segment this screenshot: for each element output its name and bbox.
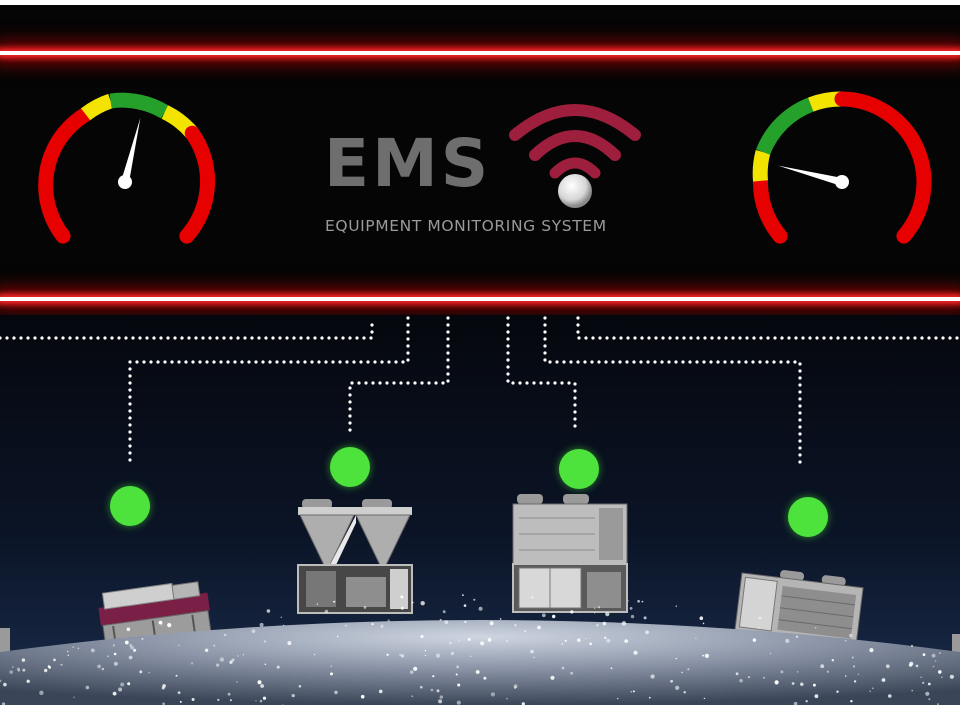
logo-subtitle: EQUIPMENT MONITORING SYSTEM [325,217,607,235]
neon-line-bottom [0,297,960,301]
equipment-unit-2 [297,499,413,614]
neon-line-top [0,51,960,55]
status-node-unit-3 [559,449,599,489]
right-gauge-hub [835,175,849,189]
top-white-strip [0,0,960,5]
status-node-unit-2 [330,447,370,487]
status-node-unit-4 [788,497,828,537]
right-gauge-needle [778,165,843,186]
right-gauge [752,91,932,244]
status-node-unit-1 [110,486,150,526]
left-gauge-hub [118,175,132,189]
left-gauge [38,92,216,244]
left-gauge-needle [121,117,141,183]
header-banner [0,5,960,315]
ems-logo: EMS EQUIPMENT MONITORING SYSTEM [300,95,660,245]
wifi-signal-icon [509,104,641,208]
equipment-unit-3 [512,494,628,613]
equipment-edge-left [0,628,10,674]
logo-title: EMS [324,125,492,202]
left-gauge-arc [38,92,216,244]
equipment-unit-4 [734,570,864,646]
earth-horizon [0,594,960,705]
right-gauge-arc [752,91,932,244]
